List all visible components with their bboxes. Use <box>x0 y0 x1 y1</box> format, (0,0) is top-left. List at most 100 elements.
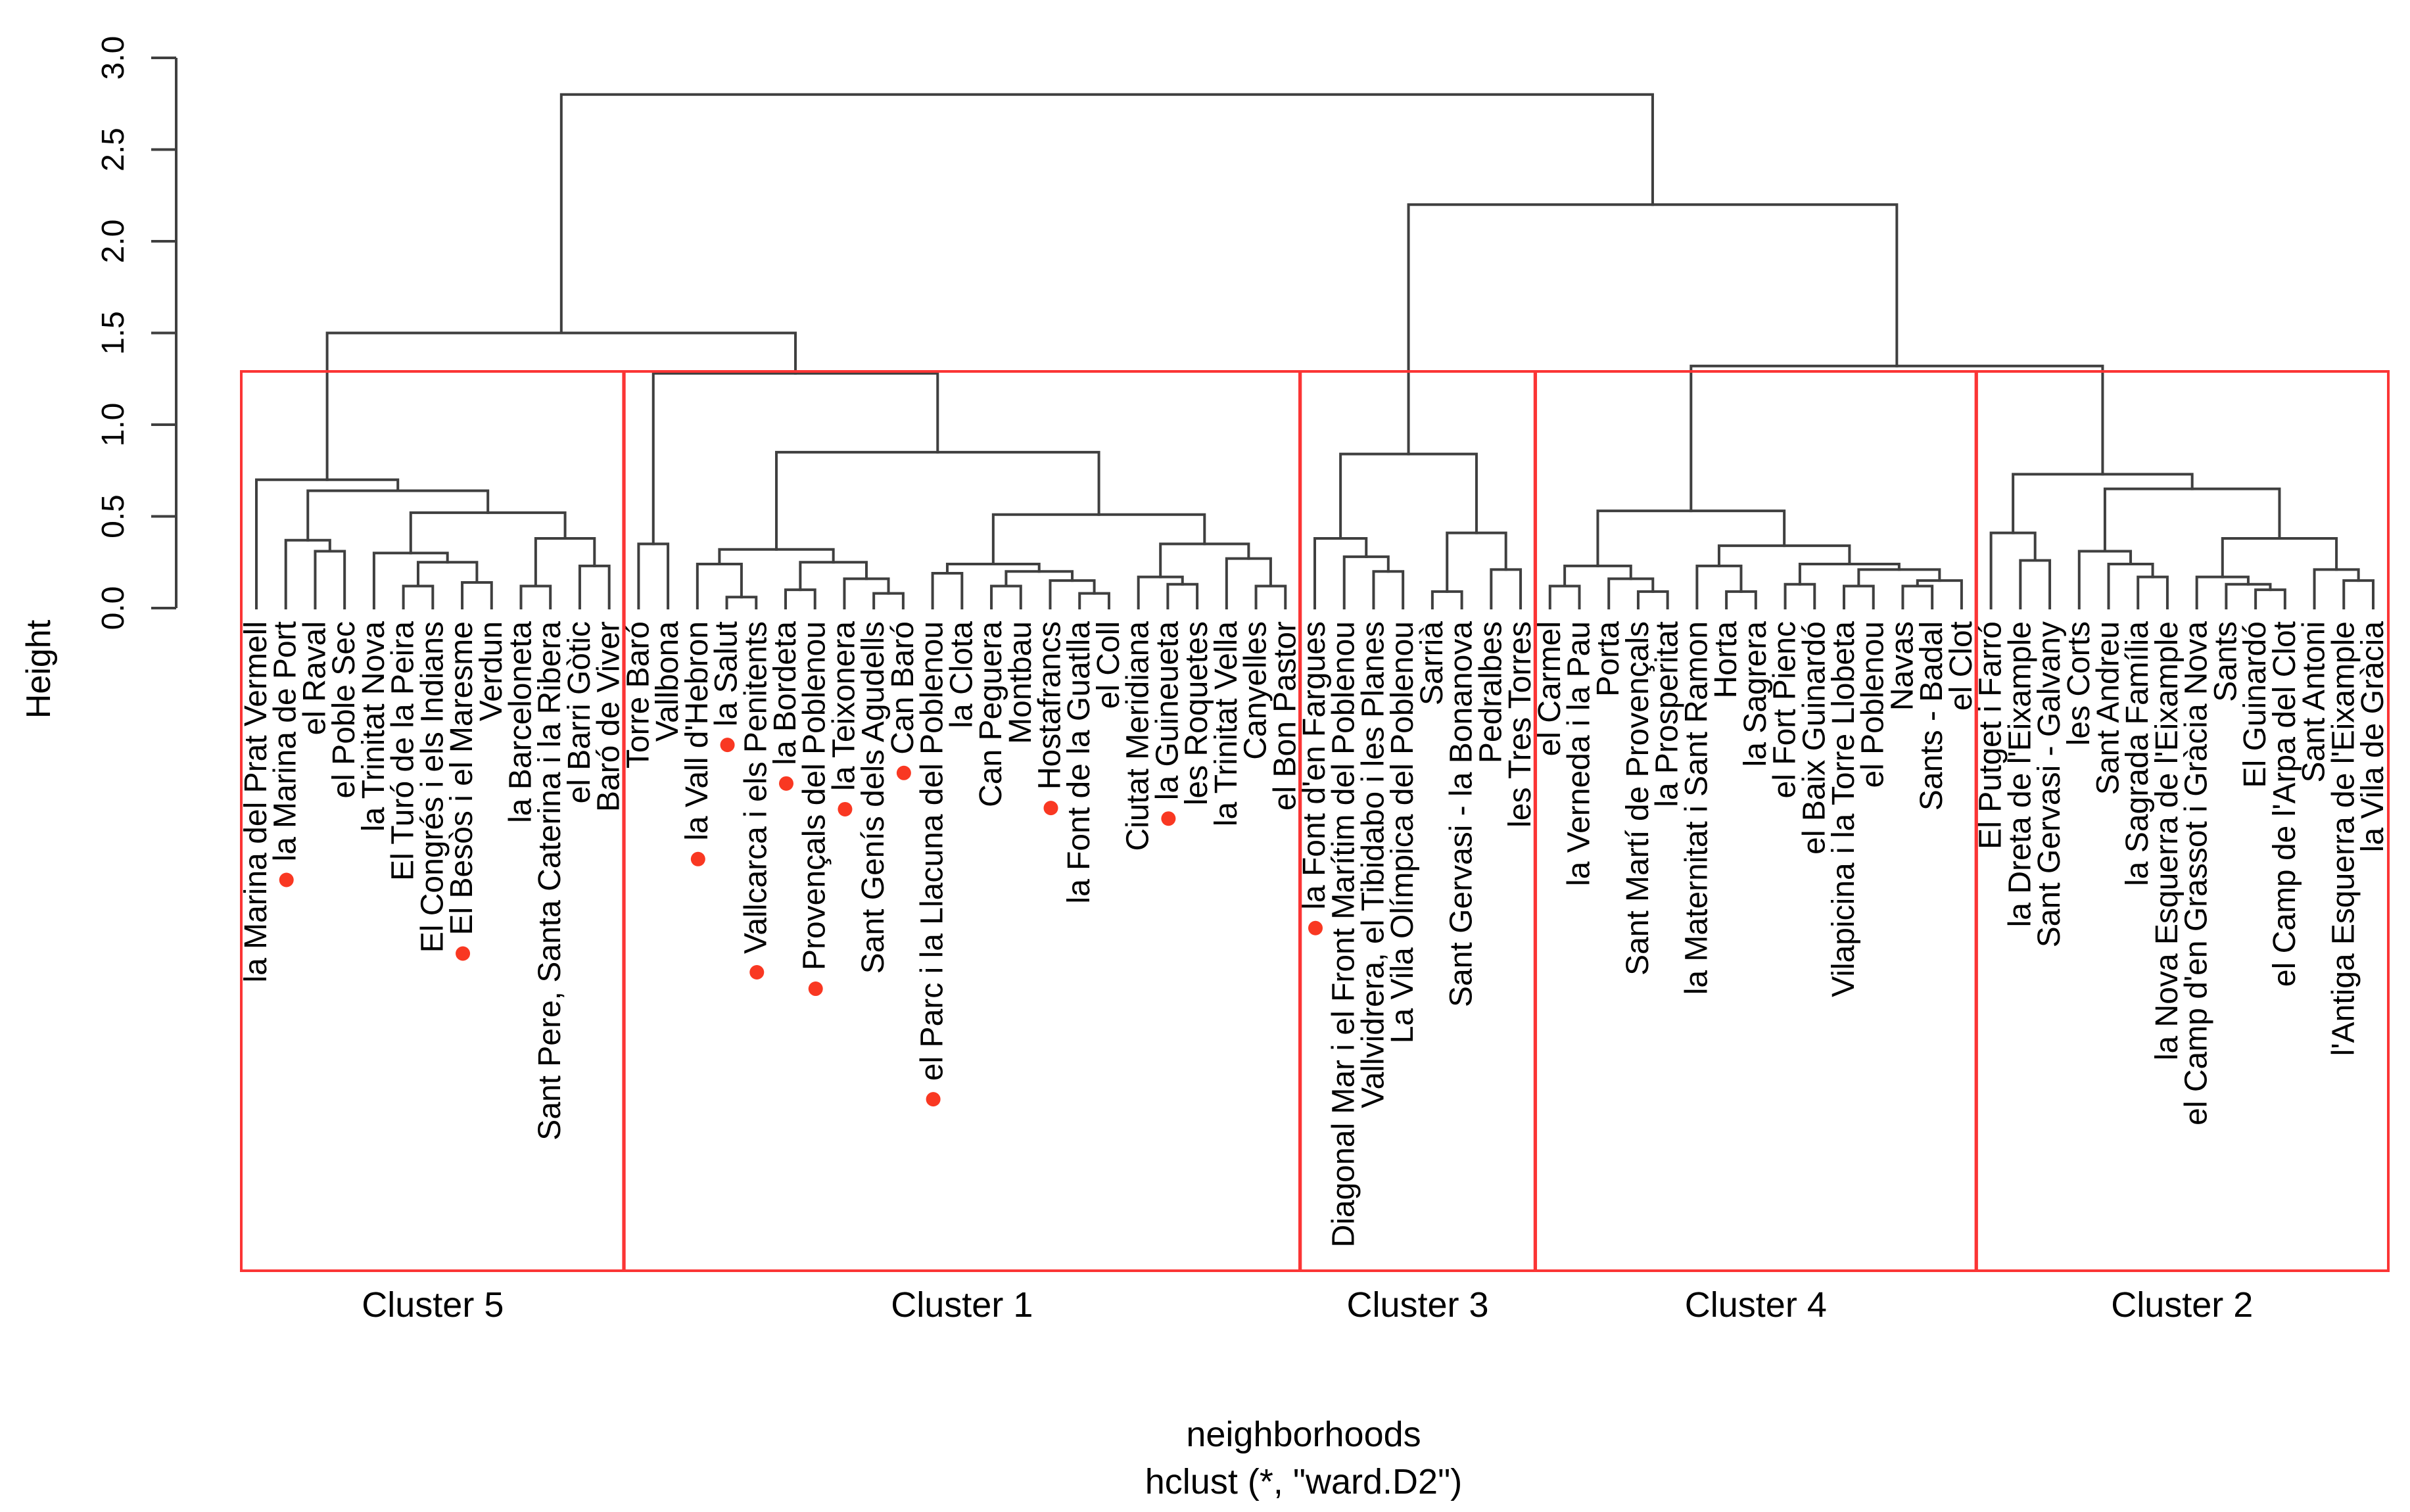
y-axis-tick-label: 2.5 <box>96 128 131 172</box>
leaf-marker-dot <box>279 872 294 887</box>
leaf-marker-dot <box>838 801 853 816</box>
leaf-label: el Camp d'en Grassot i Gràcia Nova <box>2179 621 2214 1125</box>
leaf-marker-dot <box>779 776 793 791</box>
leaf-label: Provençals del Poblenou <box>797 621 832 970</box>
x-axis-title: neighborhoods <box>1186 1415 1421 1454</box>
leaf-label: la Dreta de l'Eixample <box>2002 621 2037 927</box>
leaf-marker-dot <box>456 946 471 961</box>
leaf-label: El Turó de la Peira <box>386 621 421 881</box>
leaf-label: Sant Gervasi - la Bonanova <box>1444 621 1479 1007</box>
leaf-label: les Corts <box>2062 621 2096 745</box>
leaf-marker-dot <box>690 851 705 866</box>
leaf-label: el Fort Pienc <box>1768 621 1803 798</box>
leaf-label: el Coll <box>1091 621 1126 709</box>
leaf-label: el Raval <box>297 621 332 735</box>
leaf-label: la Marina del Prat Vermell <box>239 621 273 983</box>
leaf-label: Vallbona <box>650 621 685 742</box>
leaf-label: Diagonal Mar i el Front Marítim del Pobl… <box>1327 621 1361 1247</box>
leaf-marker-dot <box>720 738 735 753</box>
leaf-label: El Besòs i el Maresme <box>444 621 479 935</box>
leaf-label: la Vila de Gràcia <box>2355 621 2390 853</box>
leaf-label: la Trinitat Nova <box>356 621 391 832</box>
leaf-label: la Barceloneta <box>504 621 538 823</box>
leaf-label: Can Baró <box>886 621 920 755</box>
leaf-label: les Roquetes <box>1179 621 1214 805</box>
y-axis-tick-label: 1.0 <box>96 403 131 447</box>
leaf-marker-dot <box>808 981 823 997</box>
y-axis-tick-label: 1.5 <box>96 311 131 355</box>
leaf-label: El Guinardó <box>2238 621 2273 788</box>
leaf-label: Sant Antoni <box>2297 621 2332 783</box>
cluster-box-label: Cluster 5 <box>362 1285 504 1325</box>
leaf-label: el Barri Gòtic <box>562 621 597 803</box>
leaf-label: El Congrés i els Indians <box>415 621 450 953</box>
cluster-box-label: Cluster 4 <box>1685 1285 1827 1325</box>
leaf-label: Hostafrancs <box>1033 621 1068 790</box>
leaf-label: Sant Pere, Santa Caterina i la Ribera <box>532 621 567 1141</box>
leaf-label: Baró de Viver <box>592 621 626 812</box>
leaf-label: la Trinitat Vella <box>1209 621 1244 826</box>
leaf-label: el Camp de l'Arpa del Clot <box>2267 621 2302 987</box>
leaf-label: l'Antiga Esquerra de l'Eixample <box>2326 621 2361 1056</box>
leaf-label: Sant Gervasi - Galvany <box>2032 621 2067 947</box>
leaf-label: el Bon Pastor <box>1267 621 1302 811</box>
hclust-method-caption: hclust (*, "ward.D2") <box>1145 1462 1462 1501</box>
leaf-label: la Clota <box>944 621 979 728</box>
leaf-label: el Parc i la Llacuna del Poblenou <box>915 621 950 1081</box>
leaf-label: Vallvidrera, el Tibidabo i les Planes <box>1356 621 1390 1108</box>
leaf-marker-dot <box>926 1092 941 1107</box>
y-axis-tick-label: 3.0 <box>96 36 131 80</box>
leaf-label: el Carmel <box>1532 621 1567 756</box>
leaf-label: Montbau <box>1003 621 1038 744</box>
leaf-label: Sant Genís dels Agudells <box>856 621 891 974</box>
leaf-label: la Sagrera <box>1738 621 1773 767</box>
leaf-label: la Sagrada Família <box>2120 621 2155 886</box>
leaf-label: la Guineueta <box>1150 621 1185 801</box>
leaf-label: el Poble Sec <box>327 621 362 799</box>
leaf-label: Horta <box>1709 621 1743 699</box>
leaf-label: Sant Martí de Provençals <box>1620 621 1655 976</box>
leaf-label: la Bordeta <box>768 621 803 765</box>
leaf-label: Vilapicina i la Torre Llobeta <box>1826 621 1861 997</box>
leaf-label: La Vila Olímpica del Poblenou <box>1385 621 1420 1043</box>
leaf-label: Sarrià <box>1415 621 1450 705</box>
y-axis-tick-label: 0.5 <box>96 494 131 538</box>
leaf-label: Canyelles <box>1239 621 1273 760</box>
cluster-box-label: Cluster 1 <box>891 1285 1033 1325</box>
leaf-label: El Putget i Farró <box>1973 621 2008 849</box>
leaf-label: Pedralbes <box>1473 621 1508 763</box>
leaf-label: el Clot <box>1944 621 1979 711</box>
leaf-label: Can Peguera <box>974 621 1008 807</box>
leaf-label: la Salut <box>709 621 744 726</box>
leaf-label: Ciutat Meridiana <box>1121 621 1156 851</box>
leaf-label: Porta <box>1591 621 1626 697</box>
leaf-label: el Baix Guinardó <box>1797 621 1831 855</box>
leaf-label: Torre Baró <box>621 621 655 768</box>
leaf-label: Navas <box>1885 621 1920 711</box>
dendrogram-link <box>559 93 1654 335</box>
leaf-label: la Marina de Port <box>268 621 303 862</box>
leaf-marker-dot <box>1308 920 1323 935</box>
leaf-label: les Tres Torres <box>1503 621 1538 828</box>
leaf-label: Sants <box>2208 621 2243 702</box>
leaf-marker-dot <box>896 765 911 780</box>
leaf-label: la Font d'en Fargues <box>1297 621 1332 910</box>
y-axis-tick-label: 2.0 <box>96 220 131 264</box>
leaf-label: la Teixonera <box>826 621 861 791</box>
leaf-label: Verdun <box>474 621 509 721</box>
leaf-label: la Verneda i la Pau <box>1562 621 1597 886</box>
leaf-label: la Font de la Guatlla <box>1062 621 1097 904</box>
cluster-box-label: Cluster 3 <box>1346 1285 1488 1325</box>
leaf-label: Sants - Badal <box>1914 621 1949 811</box>
leaf-marker-dot <box>749 965 765 980</box>
leaf-label: la Nova Esquerra de l'Eixample <box>2150 621 2185 1060</box>
leaf-label: el Poblenou <box>1856 621 1891 788</box>
cluster-box-label: Cluster 2 <box>2111 1285 2253 1325</box>
leaf-marker-dot <box>1043 801 1058 816</box>
leaf-marker-dot <box>1161 811 1176 826</box>
leaf-label: la Prosperitat <box>1650 621 1685 807</box>
y-axis-tick-label: 0.0 <box>96 586 131 630</box>
